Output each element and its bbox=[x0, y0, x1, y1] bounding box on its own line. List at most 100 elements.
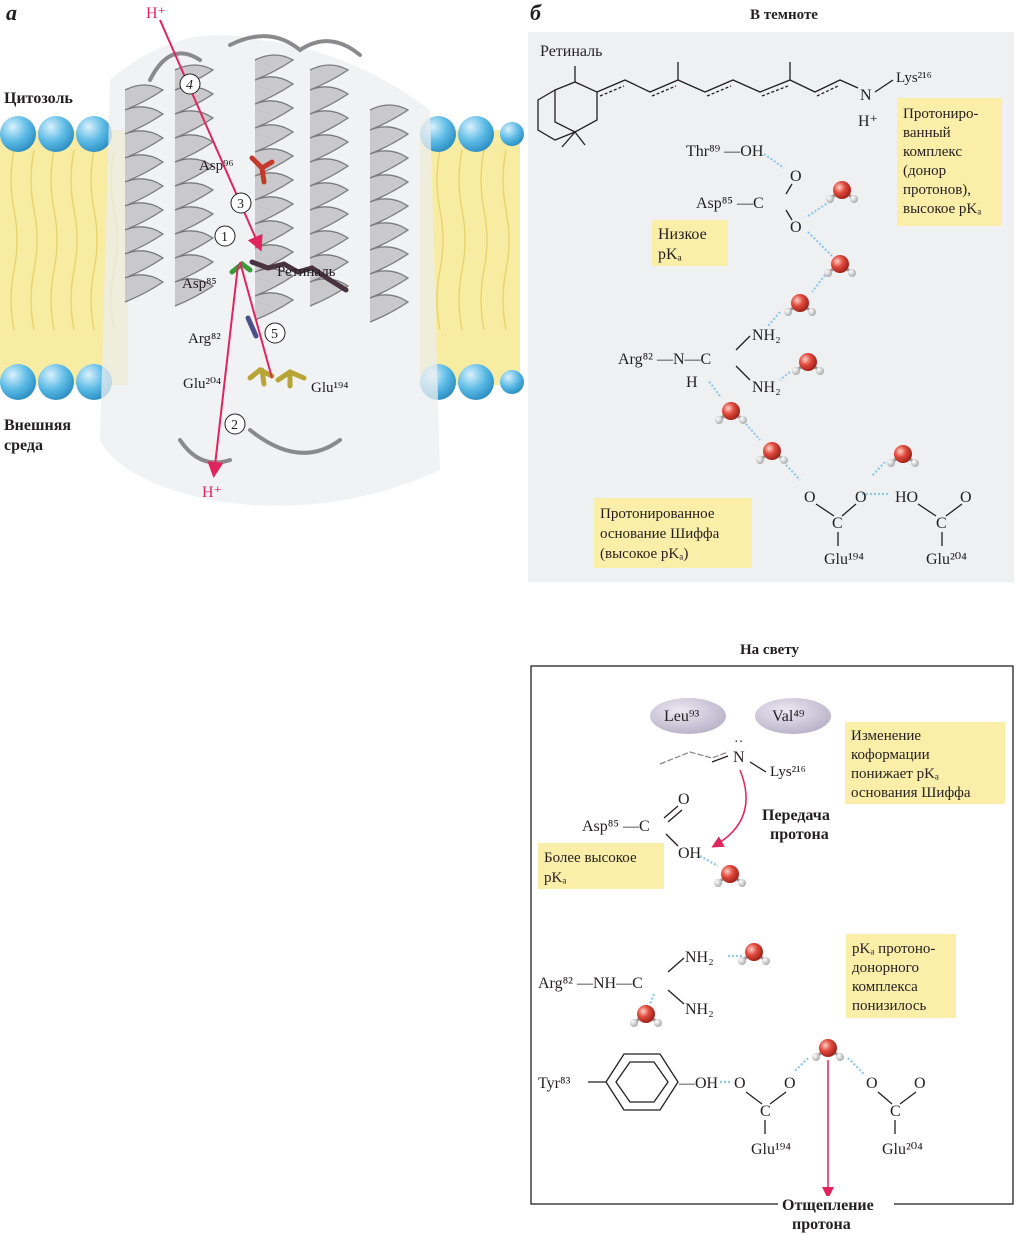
h-plus-top: H⁺ bbox=[146, 5, 166, 22]
light-note-conf-4: основания Шиффа bbox=[851, 785, 971, 801]
dark-note-schiff-box bbox=[594, 498, 752, 568]
step-4: 4 bbox=[186, 78, 193, 93]
h-plus-bottom: H⁺ bbox=[202, 484, 222, 501]
label-glu194: Glu¹⁹⁴ bbox=[311, 380, 348, 396]
dark-note-low-2: pKₐ bbox=[658, 246, 683, 263]
svg-text:C: C bbox=[832, 515, 843, 532]
dark-note-low-1: Низкое bbox=[658, 226, 707, 243]
light-note-conf-3: понижает pKₐ bbox=[851, 766, 939, 782]
light-note-high-box bbox=[538, 843, 664, 889]
label-arg82: Arg⁸² bbox=[188, 331, 221, 347]
light-glu194: Glu¹⁹⁴ bbox=[751, 1141, 791, 1158]
bacteriorhodopsin-ribbon bbox=[100, 34, 440, 506]
light-val49: Val⁴⁹ bbox=[772, 708, 805, 725]
light-n: N bbox=[733, 749, 745, 766]
dark-note-donor-box bbox=[897, 98, 1002, 226]
light-asp85: Asp⁸⁵ —C bbox=[582, 818, 650, 835]
light-title: На свету bbox=[740, 642, 800, 658]
light-note-donor-box bbox=[846, 934, 956, 1018]
svg-text:O: O bbox=[790, 168, 802, 185]
dark-glu204: Glu²⁰⁴ bbox=[926, 551, 967, 568]
dark-note-donor-6: высокое pKₐ bbox=[903, 201, 981, 217]
proton-transfer-arrow bbox=[711, 769, 747, 848]
panel-a: а bbox=[0, 0, 524, 506]
step-3: 3 bbox=[237, 197, 244, 212]
svg-text:O: O bbox=[678, 791, 690, 808]
light-tyr-oh: —OH bbox=[678, 1075, 719, 1092]
dark-ho: HO bbox=[895, 489, 918, 506]
dark-h-plus: H⁺ bbox=[858, 113, 878, 130]
light-tyr83: Tyr⁸³ bbox=[538, 1075, 571, 1092]
label-cytosol: Цитозоль bbox=[4, 90, 73, 107]
membrane-right bbox=[420, 116, 524, 400]
light-release-1: Отщепление bbox=[782, 1197, 874, 1214]
leu93-oval bbox=[650, 698, 726, 734]
dark-asp85: Asp⁸⁵ —C bbox=[696, 195, 764, 212]
svg-text:O: O bbox=[855, 489, 867, 506]
light-note-conf-box bbox=[845, 722, 1005, 804]
light-note-high-2: pKₐ bbox=[544, 870, 566, 886]
label-external-2: среда bbox=[4, 437, 43, 454]
svg-text:C: C bbox=[760, 1103, 771, 1120]
light-note-conf-2: коформации bbox=[851, 747, 930, 763]
light-transfer-1: Передача bbox=[762, 807, 830, 824]
light-note-conf-1: Изменение bbox=[851, 728, 921, 744]
dark-arg-h: H bbox=[686, 374, 698, 391]
panel-b-light: На свету Leu⁹³ Val⁴⁹ Изменение коформаци… bbox=[530, 642, 1014, 1233]
light-note-donor-1: pKₐ протоно- bbox=[852, 941, 935, 957]
dark-note-donor-4: (донор bbox=[903, 163, 946, 179]
dark-note-donor-3: комплекс bbox=[903, 144, 962, 160]
svg-text:O: O bbox=[734, 1075, 746, 1092]
light-lys: Lys²¹⁶ bbox=[770, 764, 806, 780]
step-markers: 4 3 1 5 2 bbox=[179, 73, 286, 435]
svg-text:O: O bbox=[866, 1075, 878, 1092]
dark-n: N bbox=[860, 87, 872, 104]
light-note-donor-2: донорного bbox=[852, 960, 919, 976]
light-release-2: протона bbox=[792, 1216, 851, 1233]
step-1: 1 bbox=[221, 230, 228, 245]
proton-path-middle bbox=[239, 261, 273, 379]
light-glu204: Glu²⁰⁴ bbox=[882, 1141, 923, 1158]
dark-glu194: Glu¹⁹⁴ bbox=[824, 551, 864, 568]
dark-note-low-box bbox=[652, 220, 728, 266]
light-nh2-top: NH₂ bbox=[685, 949, 714, 966]
dark-arg82: Arg⁸² —N—C bbox=[618, 351, 711, 368]
dark-note-donor-5: протонов), bbox=[903, 182, 971, 198]
dark-note-schiff-2: основание Шиффа bbox=[600, 526, 720, 542]
label-external-1: Внешняя bbox=[4, 417, 71, 434]
step-2: 2 bbox=[231, 418, 238, 433]
panel-b-dark: б В темноте Ретиналь N H⁺ Lys²¹⁶ Протони… bbox=[528, 0, 1014, 582]
dark-note-schiff-1: Протонированное bbox=[600, 506, 715, 522]
dark-note-donor-2: ванный bbox=[903, 125, 951, 141]
dark-title: В темноте bbox=[750, 7, 818, 23]
residue-sticks bbox=[229, 155, 349, 389]
svg-text:O: O bbox=[804, 489, 816, 506]
light-nh2-bot: NH₂ bbox=[685, 1001, 714, 1018]
retinal-structure bbox=[537, 62, 859, 148]
dark-note-donor-1: Протониро- bbox=[903, 106, 979, 122]
svg-text:··: ·· bbox=[734, 735, 743, 750]
dark-nh2-top: NH₂ bbox=[752, 327, 781, 344]
svg-text:C: C bbox=[936, 515, 947, 532]
light-note-high-1: Более высокое bbox=[544, 850, 637, 866]
light-note-donor-4: понизилось bbox=[852, 998, 927, 1014]
label-asp85: Asp⁸⁵ bbox=[182, 276, 217, 292]
val49-oval bbox=[755, 698, 831, 734]
svg-text:C: C bbox=[890, 1103, 901, 1120]
dark-nh2-bot: NH₂ bbox=[752, 379, 781, 396]
dark-lys: Lys²¹⁶ bbox=[896, 70, 932, 86]
light-oh: OH bbox=[678, 845, 702, 862]
label-retinal: Ретиналь bbox=[277, 264, 336, 280]
light-leu93: Leu⁹³ bbox=[664, 708, 699, 725]
panel-b-letter: б bbox=[530, 0, 542, 25]
label-asp96: Asp⁹⁶ bbox=[199, 158, 234, 174]
proton-path-lower bbox=[207, 264, 239, 478]
svg-text:O: O bbox=[914, 1075, 926, 1092]
dark-thr89: Thr⁸⁹ —OH bbox=[686, 143, 764, 160]
dark-retinal-label: Ретиналь bbox=[540, 43, 602, 60]
light-note-donor-3: комплекса bbox=[852, 979, 918, 995]
light-transfer-2: протона bbox=[770, 826, 829, 843]
panel-a-letter: а bbox=[6, 0, 17, 25]
light-arg82: Arg⁸² —NH—C bbox=[538, 975, 643, 992]
label-glu204: Glu²⁰⁴ bbox=[183, 376, 221, 392]
